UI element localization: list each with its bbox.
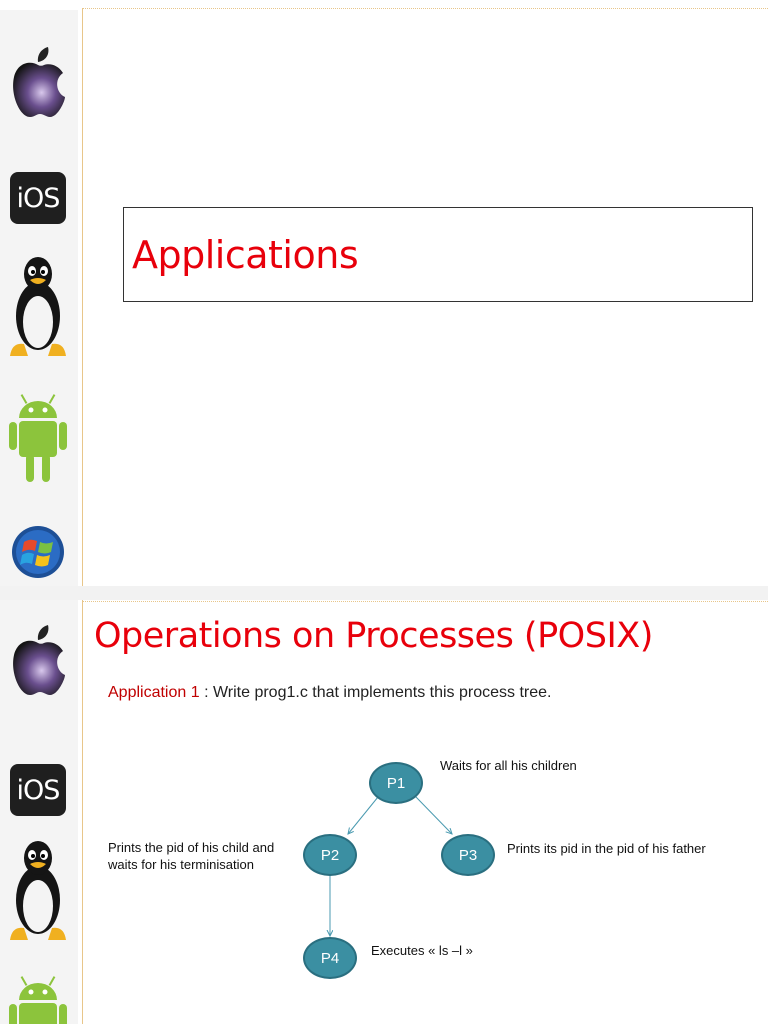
slide-operations-on-processes: iOS <box>0 600 768 1024</box>
process-tree-edges <box>0 796 768 1024</box>
note-p4: Executes « ls –l » <box>371 943 473 958</box>
title-box: Applications <box>123 207 753 302</box>
windows-icon <box>6 510 70 586</box>
linux-penguin-icon <box>6 252 70 362</box>
apple-icon <box>6 42 70 122</box>
android-icon <box>6 388 70 488</box>
note-p1: Waits for all his children <box>440 758 577 773</box>
top-rule <box>82 8 768 9</box>
ios-icon: iOS <box>6 760 70 820</box>
ios-icon: iOS <box>6 168 70 228</box>
vertical-rule <box>82 8 83 586</box>
slide-title: Operations on Processes (POSIX) <box>94 616 653 656</box>
process-node-p2: P2 <box>303 834 357 876</box>
apple-icon <box>6 610 70 710</box>
edge-p1-p3 <box>415 796 452 834</box>
os-logo-sidebar: iOS <box>0 10 78 586</box>
ios-label: iOS <box>10 172 66 224</box>
application-text: Write prog1.c that implements this proce… <box>212 684 552 701</box>
application-label: Application 1 <box>108 684 200 701</box>
edge-p1-p2 <box>348 796 379 834</box>
ios-label: iOS <box>10 764 66 816</box>
note-p2-line2: waits for his terminisation <box>108 857 254 872</box>
application-separator: : <box>199 684 213 701</box>
slide-gap <box>0 586 768 600</box>
note-p2-line1: Prints the pid of his child and <box>108 840 275 855</box>
os-logo-sidebar: iOS <box>0 600 78 1024</box>
application-statement: Application 1 : Write prog1.c that imple… <box>108 684 551 702</box>
slide-applications: iOS <box>0 8 768 586</box>
note-p2: Prints the pid of his child and waits fo… <box>108 839 274 873</box>
process-node-p1: P1 <box>369 762 423 804</box>
note-p3: Prints its pid in the pid of his father <box>507 841 706 856</box>
process-node-p4: P4 <box>303 937 357 979</box>
linux-penguin-icon <box>6 836 70 946</box>
android-icon <box>6 970 70 1024</box>
process-node-p3: P3 <box>441 834 495 876</box>
top-rule <box>82 601 768 602</box>
vertical-rule <box>82 600 83 1024</box>
slide-title: Applications <box>132 233 359 277</box>
